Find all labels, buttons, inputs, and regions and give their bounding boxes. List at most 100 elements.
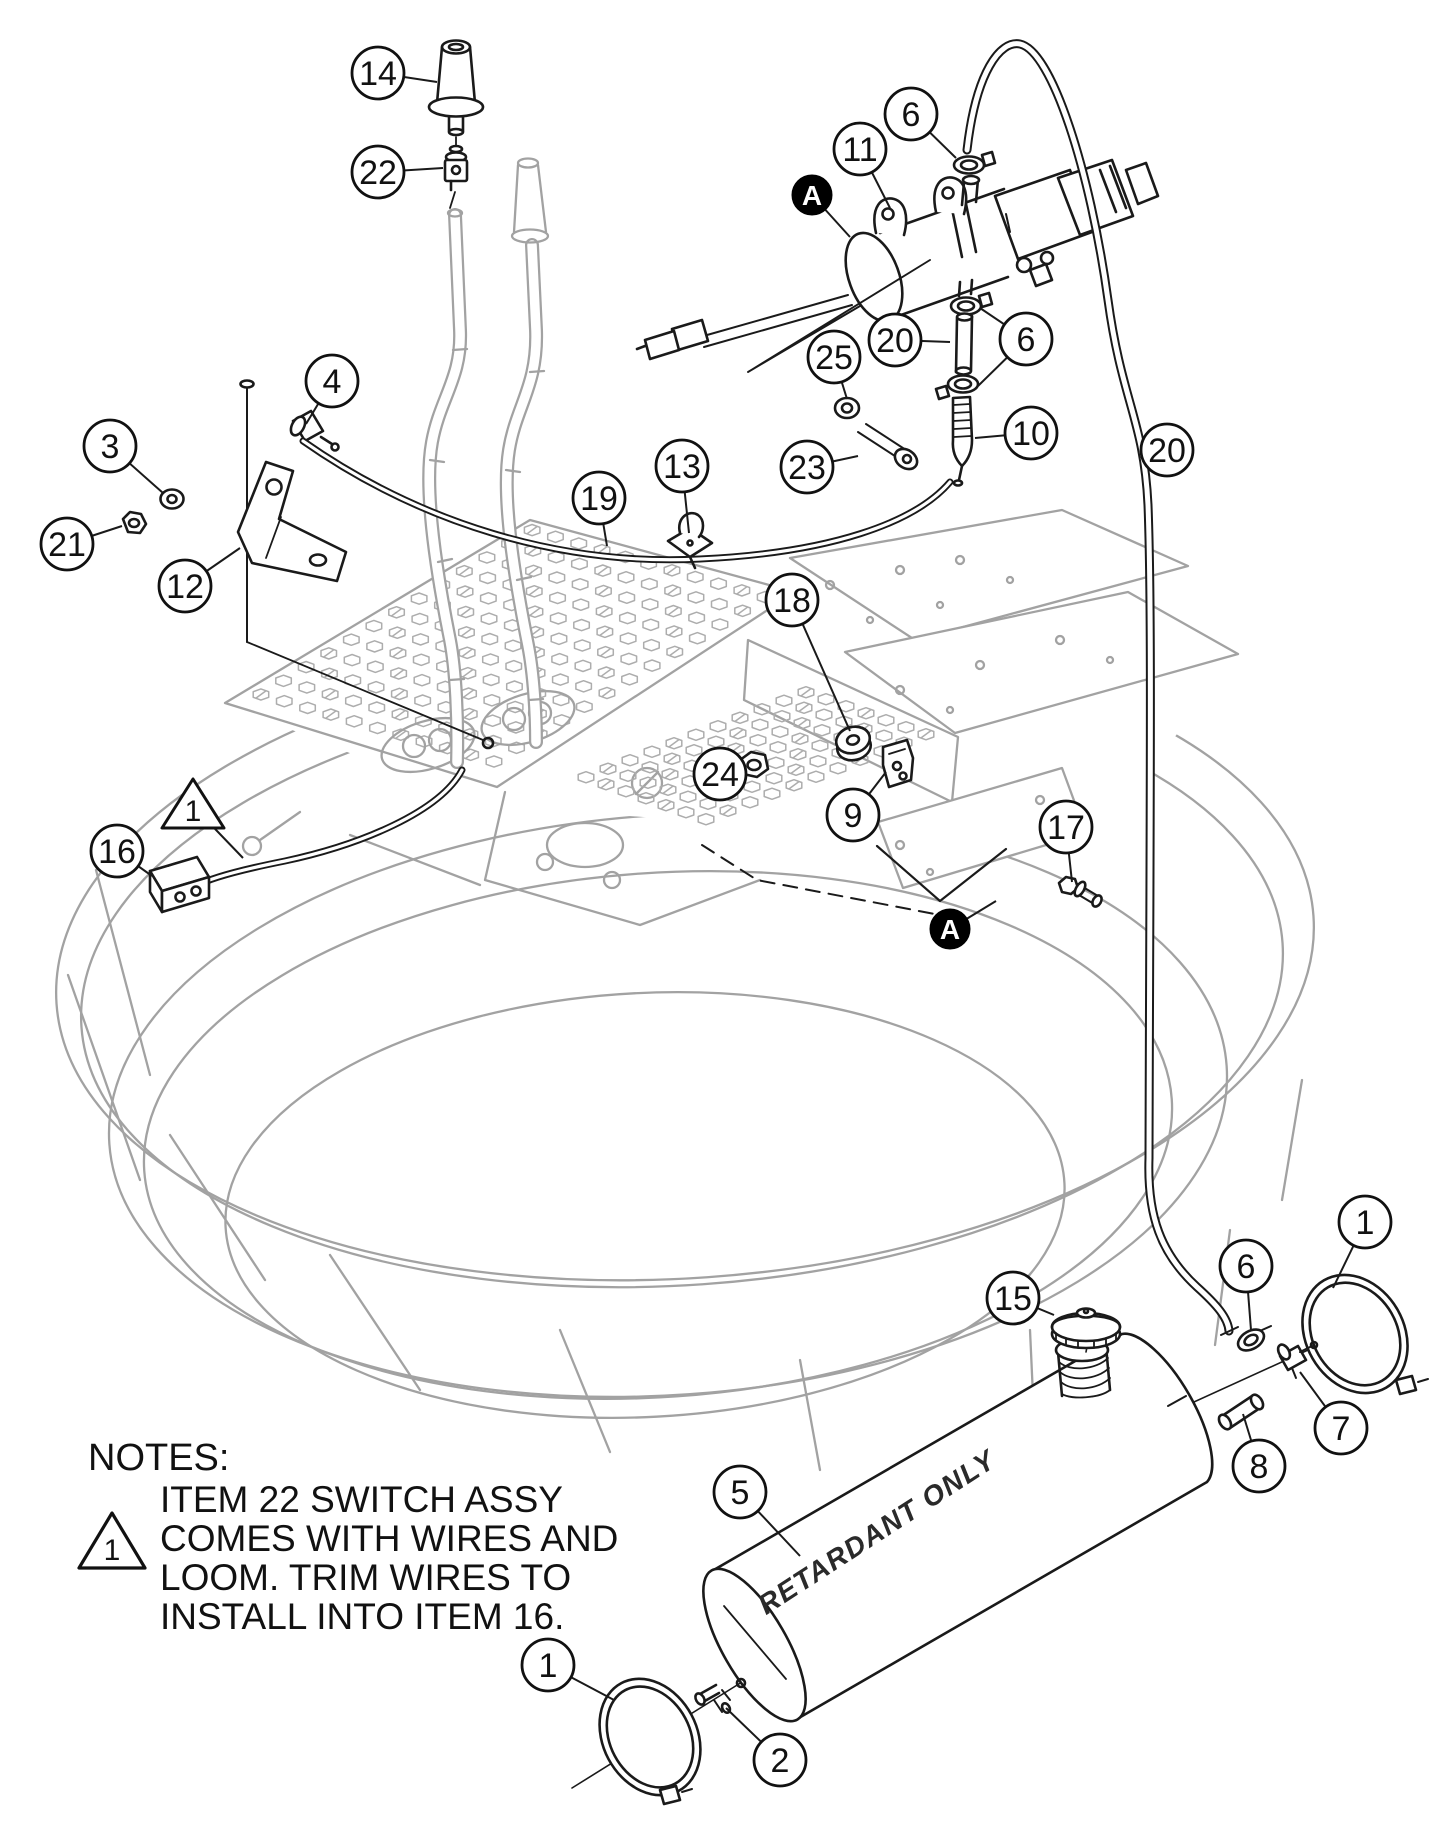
callout-number: 23 [788,449,826,487]
callout-balloon-icon [806,329,862,385]
tank-drain-hole [735,1677,747,1689]
callout-number: 9 [844,797,863,835]
washer [833,396,861,420]
callout-balloon-icon [1003,405,1059,461]
callout-number: 25 [815,339,853,377]
callout-number: 12 [166,568,204,606]
callout-balloon-icon [157,558,213,614]
callout-balloon-icon [350,45,406,101]
callout-c14: 14 [350,45,406,101]
pump-assembly [635,150,1160,361]
switch-part [443,136,469,209]
callout-balloon-icon [832,121,888,177]
detail-marker-letter: A [802,180,822,211]
callout-balloon-icon [571,470,627,526]
callout-number: 1 [1356,1204,1375,1242]
callout-c20-hose: 20 [1139,422,1195,478]
handle-slot-left [380,716,476,774]
notes-line: COMES WITH WIRES AND [160,1518,618,1559]
callout-number: 15 [994,1280,1032,1318]
strainer [951,395,974,468]
callout-number: 16 [98,833,136,871]
deck-plate-lower-right [843,590,1240,735]
callout-balloon-icon [654,438,710,494]
callout-number: 19 [580,480,618,518]
callout-number: 18 [773,582,811,620]
deck-plate-upper-right [788,508,1190,642]
warning-triangle-icon [160,777,226,830]
notes-line: INSTALL INTO ITEM 16. [160,1596,564,1637]
washer [159,488,185,510]
hose-segment [1217,1393,1265,1431]
callout-number: 6 [902,96,921,134]
notes-block: NOTES: ITEM 22 SWITCH ASSY COMES WITH WI… [77,1437,618,1637]
pump-wire [699,294,853,348]
cable-clip [666,511,714,570]
callout-number: 20 [876,322,914,360]
clevis-ear [933,176,968,216]
hose-clamp [952,155,986,175]
callout-cwarn-loom: 1 [160,777,226,830]
callout-c7: 7 [1313,1400,1369,1456]
callout-c8: 8 [1231,1438,1287,1494]
callout-balloon-icon [350,144,406,200]
callout-c23: 23 [779,439,835,495]
callout-balloon-icon [1139,422,1195,478]
callout-balloon-icon [752,1732,808,1788]
nut [121,510,148,535]
clevis-ear [873,197,908,237]
callout-c18: 18 [764,572,820,628]
pivot-hardware [747,259,931,471]
callout-number: 11 [842,131,877,169]
callout-number: 24 [701,756,739,794]
callout-number: 10 [1012,415,1050,453]
callout-balloon-icon [1313,1400,1369,1456]
callout-c15: 15 [985,1270,1041,1326]
callout-number: 5 [731,1474,750,1512]
detail-pointer [875,844,1008,903]
callout-c20-pump: 20 [867,312,923,368]
callout-balloon-icon [1337,1194,1393,1250]
callout-number: 1 [185,795,202,828]
notes-line: LOOM. TRIM WIRES TO [160,1557,571,1598]
callout-c22: 22 [350,144,406,200]
wire-loom [148,766,466,914]
detail-marker-icon [791,174,833,216]
cable-bracket-assembly [121,379,495,750]
callout-balloon-icon [1218,1238,1274,1294]
callout-balloon-icon [1038,799,1094,855]
cage-strut [328,1253,422,1392]
callout-c9: 9 [825,787,881,843]
callout-balloon-icon [825,787,881,843]
callout-cA-top: A [791,174,833,216]
callout-number: 7 [1332,1410,1351,1448]
notes-line: ITEM 22 SWITCH ASSY [160,1479,563,1520]
band-clamp-left [598,1677,702,1806]
tank-end-cap [702,1567,807,1723]
under-deck-frame [241,790,762,927]
callout-number: 8 [1250,1448,1269,1486]
supply-hose [962,39,1239,1336]
callout-balloon-icon [520,1637,576,1693]
callout-balloon-icon [39,516,95,572]
motor-body-bottom [882,275,1010,323]
callout-balloon-icon [985,1270,1041,1326]
screw-shaft [857,423,907,459]
hose-clamp [946,374,980,394]
callout-number: 17 [1047,809,1085,847]
callout-balloon-icon [867,312,923,368]
control-cable [299,437,954,564]
callout-balloon-icon [304,353,360,409]
callout-c5: 5 [712,1464,768,1520]
filler-cap [1050,1307,1122,1353]
detail-marker-icon [929,908,971,950]
grip-part [427,39,485,137]
callout-cA-bottom: A [929,908,971,950]
callout-number: 13 [663,448,701,486]
callout-c11: 11 [832,121,888,177]
callout-balloon-icon [692,746,748,802]
callout-balloon-icon [883,86,939,142]
callout-number: 14 [359,55,397,93]
hidden-line [701,844,941,916]
